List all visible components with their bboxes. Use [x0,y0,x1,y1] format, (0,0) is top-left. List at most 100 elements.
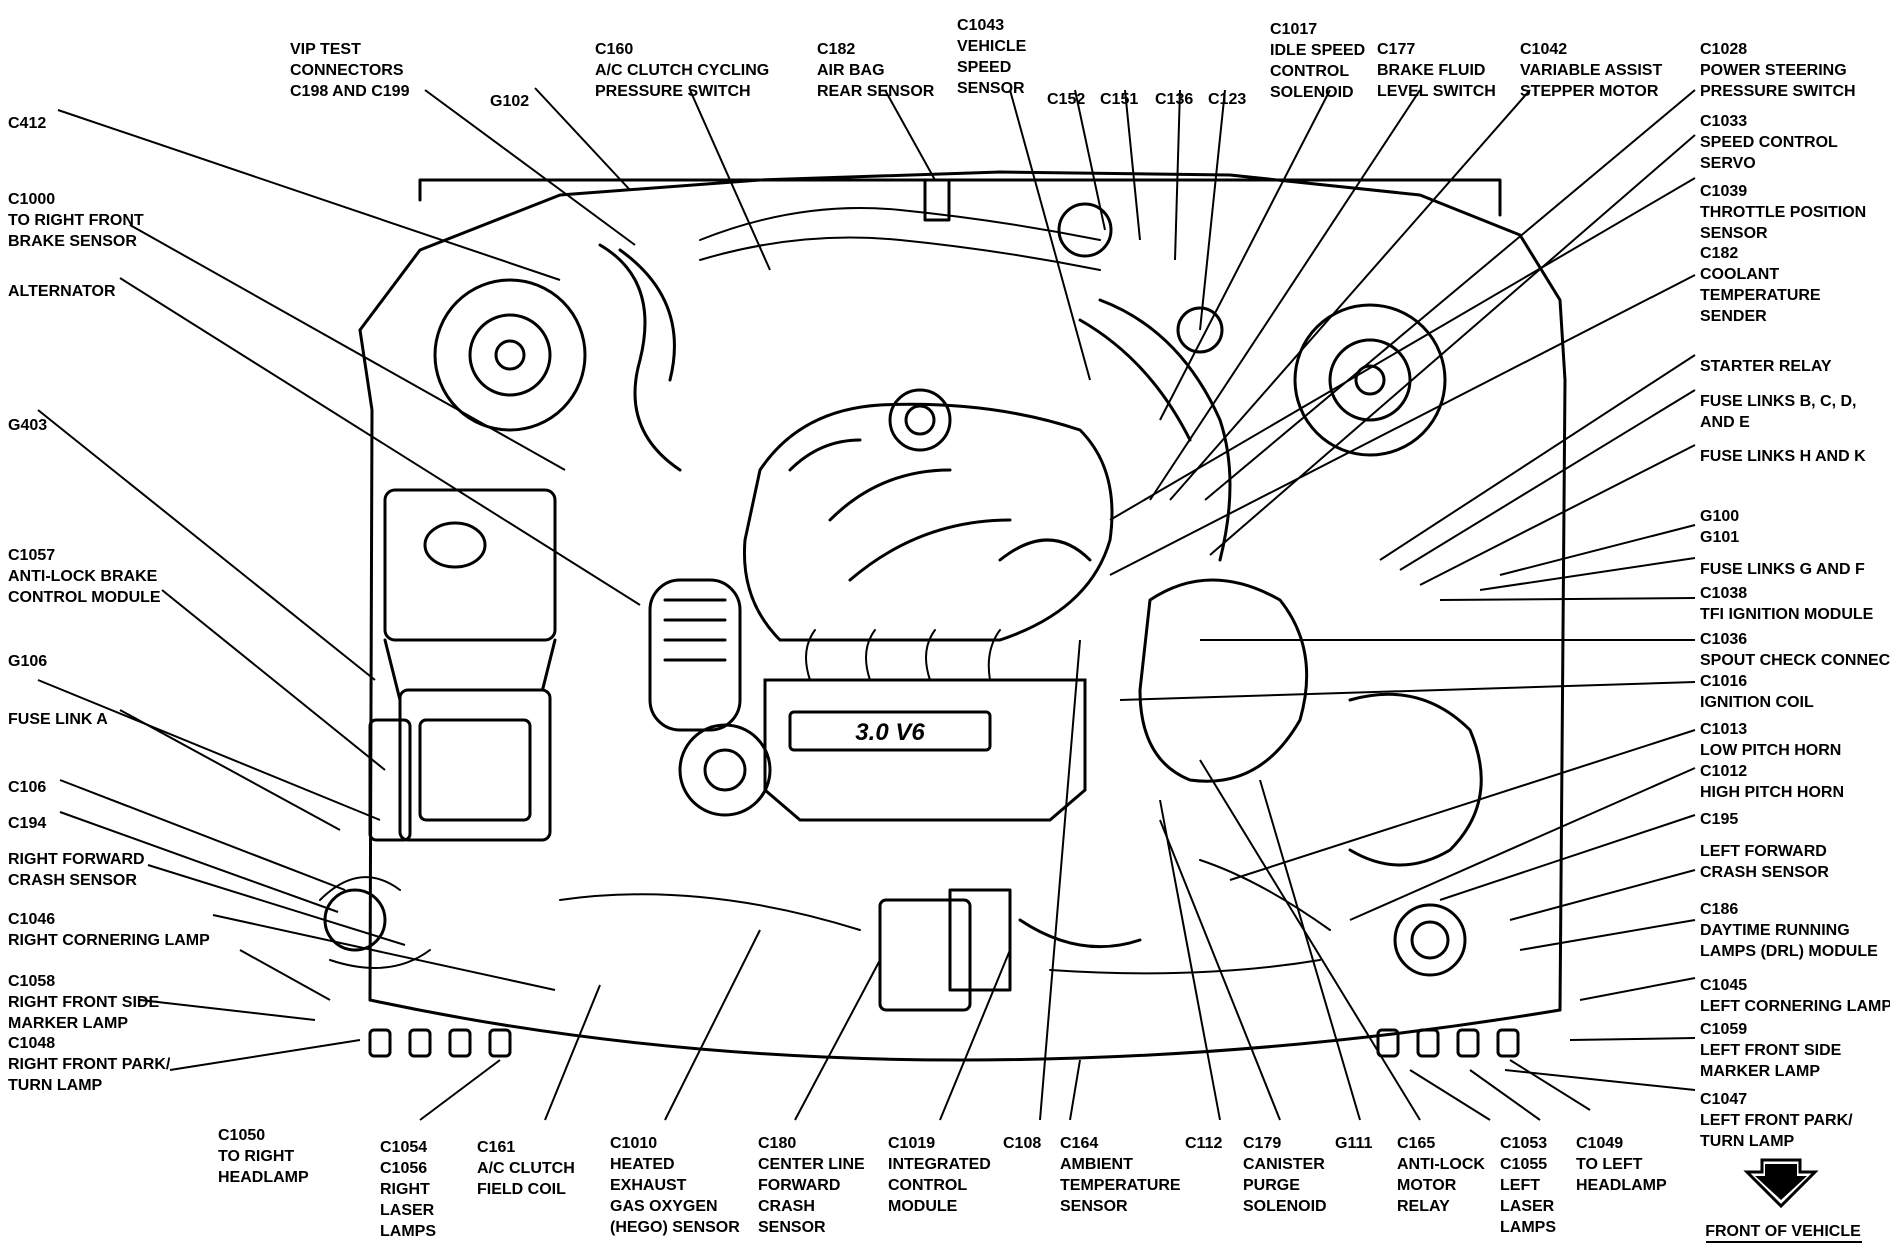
callout-line: BRAKE SENSOR [8,233,137,250]
callout-line: POWER STEERING [1700,62,1847,79]
callout-line: CONTROL [1270,63,1349,80]
callout-line: FUSE LINKS B, C, D, [1700,393,1856,410]
callout-line: TEMPERATURE [1700,287,1821,304]
callout-line: MODULE [888,1198,958,1215]
callout-line: SPOUT CHECK CONNECTOR [1700,652,1890,669]
callout-line: C177 [1377,41,1415,58]
callout-line: PRESSURE SWITCH [595,83,751,100]
callout-line: C1058 [8,973,55,990]
callout-line: THROTTLE POSITION [1700,204,1866,221]
callout-line: VEHICLE [957,38,1027,55]
callout-line: SENSOR [1700,225,1768,242]
callout-line: C106 [8,779,46,796]
front-of-vehicle-indicator: FRONT OF VEHICLE [1705,1158,1862,1243]
callout-label-c412: C412 [8,115,46,132]
callout-label-c195: C195 [1700,811,1738,828]
callout-line: RIGHT FRONT PARK/ [8,1056,171,1073]
callout-line: C161 [477,1139,515,1156]
callout-line: C1013 [1700,721,1747,738]
callout-line: CONTROL [888,1177,967,1194]
callout-line: C1000 [8,191,55,208]
callout-line: C1036 [1700,631,1747,648]
callout-line: LAMPS [380,1223,436,1240]
callout-label-g102: G102 [490,93,529,110]
callout-line: CRASH SENSOR [1700,864,1829,881]
callout-line: C1010 [610,1135,657,1152]
callout-line: SPEED [957,59,1011,76]
callout-line: SOLENOID [1243,1198,1327,1215]
callout-line: GAS OXYGEN [610,1198,718,1215]
callout-line: C1045 [1700,977,1747,994]
callout-line: MOTOR [1397,1177,1457,1194]
callout-line: G111 [1335,1135,1372,1152]
callout-line: FORWARD [758,1177,840,1194]
callout-line: AMBIENT [1060,1156,1133,1173]
callout-line: C1055 [1500,1156,1547,1173]
callout-label-starter: STARTER RELAY [1700,358,1832,375]
callout-line: C1038 [1700,585,1747,602]
callout-line: MARKER LAMP [8,1015,128,1032]
callout-line: C1016 [1700,673,1747,690]
callout-line: DAYTIME RUNNING [1700,922,1850,939]
callout-line: HIGH PITCH HORN [1700,784,1844,801]
callout-line: EXHAUST [610,1177,687,1194]
callout-line: HEADLAMP [1576,1177,1667,1194]
callout-line: TFI IGNITION MODULE [1700,606,1874,623]
callout-line: C108 [1003,1135,1041,1152]
callout-line: INTEGRATED [888,1156,991,1173]
callout-line: CANISTER [1243,1156,1325,1173]
callout-line: STEPPER MOTOR [1520,83,1659,100]
callout-label-alt: ALTERNATOR [8,283,116,300]
callout-label-c194: C194 [8,815,46,832]
callout-line: C1012 [1700,763,1747,780]
callout-line: LEFT CORNERING LAMP [1700,998,1890,1015]
callout-line: AIR BAG [817,62,885,79]
callout-line: LAMPS (DRL) MODULE [1700,943,1878,960]
callout-line: RIGHT FRONT SIDE [8,994,159,1011]
callout-line: C1056 [380,1160,427,1177]
callout-line: LASER [380,1202,435,1219]
engine-compartment-drawing: 3.0 V6 [319,170,1567,1062]
callout-line: LAMPS [1500,1219,1556,1236]
callout-line: G106 [8,653,47,670]
callout-line: SENDER [1700,308,1767,325]
callout-line: SENSOR [758,1219,826,1236]
callout-line: C182 [817,41,855,58]
callout-label-c136: C136 [1155,91,1193,108]
callout-line: C182 [1700,245,1738,262]
callout-line: ANTI-LOCK BRAKE [8,568,158,585]
engine-badge: 3.0 V6 [855,719,925,746]
callout-line: TURN LAMP [1700,1133,1795,1150]
callout-line: G101 [1700,529,1739,546]
callout-line: C160 [595,41,633,58]
callout-line: LEFT [1500,1177,1540,1194]
callout-line: CONTROL MODULE [8,589,161,606]
callout-line: C1039 [1700,183,1747,200]
